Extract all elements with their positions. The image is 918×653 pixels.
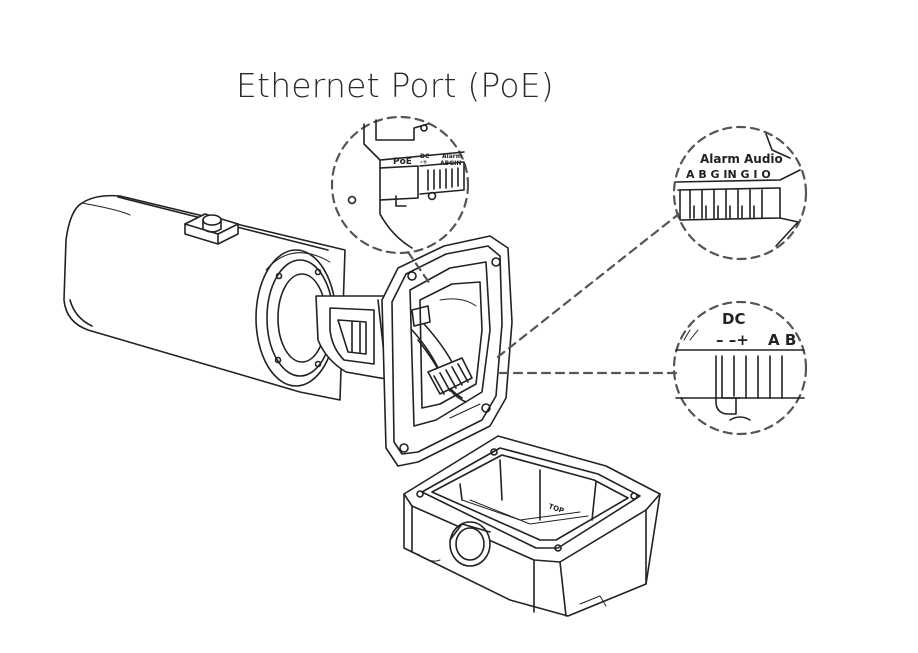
wiring-compartment-cover (381, 235, 513, 467)
zoom-alarm-audio-detail (672, 125, 808, 261)
leader-lines (406, 211, 682, 375)
poe-dc-label: DC (420, 153, 430, 160)
dc-polarity: – –+ (716, 331, 749, 349)
poe-alarm-pins: ABGIN (440, 160, 461, 167)
leader-poe (406, 250, 432, 286)
alarm-label: Alarm (700, 152, 740, 166)
audio-label: Audio (744, 152, 783, 166)
diagram-title: Ethernet Port (PoE) (236, 66, 554, 105)
leader-alarm-audio (492, 211, 682, 362)
dc-ab-label: A B (768, 331, 796, 349)
poe-alarm-label: Alarm (442, 153, 462, 160)
alarm-audio-pins: A B G IN G I O (686, 168, 771, 181)
zoom-poe-detail (330, 115, 470, 255)
zoom-dc-detail (672, 300, 808, 436)
dc-label: DC (722, 310, 745, 328)
junction-box (403, 435, 661, 617)
camera-housing (63, 194, 346, 401)
poe-dc-polarity: -+ (420, 159, 428, 166)
poe-label: PoE (393, 157, 412, 167)
